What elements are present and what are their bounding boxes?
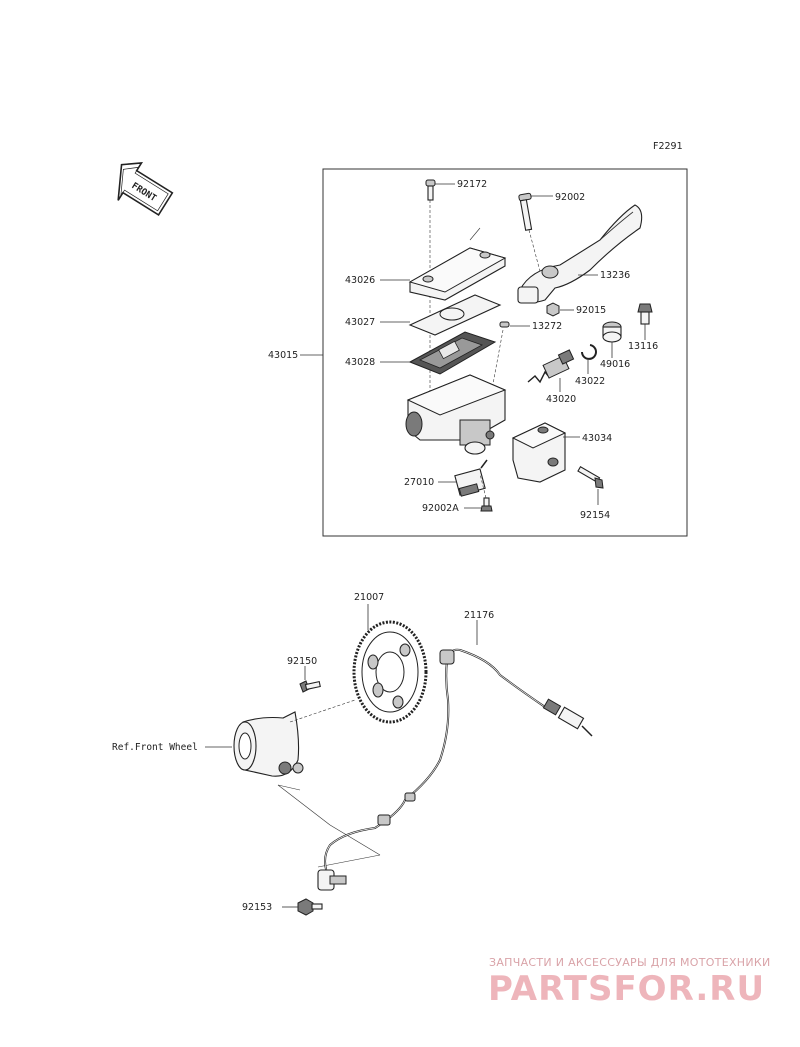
figure-code: F2291 xyxy=(653,141,683,152)
callout-21176: 21176 xyxy=(464,610,494,621)
bolt-92153 xyxy=(297,898,323,916)
callout-21007: 21007 xyxy=(354,592,384,603)
brake-lever-13236 xyxy=(517,204,643,304)
callout-ref-front-wheel: Ref.Front Wheel xyxy=(112,742,198,753)
callout-92002: 92002 xyxy=(555,192,585,203)
callout-43022: 43022 xyxy=(575,376,605,387)
nut-92015 xyxy=(546,302,560,317)
reservoir-cap-43026 xyxy=(408,247,507,301)
callout-43028: 43028 xyxy=(345,357,375,368)
callout-49016: 49016 xyxy=(600,359,630,370)
front-arrow-icon: FRONT xyxy=(117,162,174,217)
clamp-holder-43034 xyxy=(511,422,567,483)
callout-92153: 92153 xyxy=(242,902,272,913)
callout-13236: 13236 xyxy=(600,270,630,281)
callout-92172: 92172 xyxy=(457,179,487,190)
screw-92002A xyxy=(480,497,493,512)
bushing-49016 xyxy=(602,321,622,343)
bolt-92002 xyxy=(518,192,533,231)
diaphragm-plate-43027 xyxy=(408,294,502,336)
screw-92172 xyxy=(425,179,436,201)
callout-43034: 43034 xyxy=(582,433,612,444)
callout-43015: 43015 xyxy=(268,350,298,361)
bolt-13116 xyxy=(637,303,653,325)
callout-92002A: 92002A xyxy=(422,503,459,514)
circlip-43022 xyxy=(581,344,597,360)
callout-92015: 92015 xyxy=(576,305,606,316)
callout-92154: 92154 xyxy=(580,510,610,521)
bolt-92154 xyxy=(577,466,604,489)
pin-13272 xyxy=(499,321,510,328)
piston-kit-43020 xyxy=(527,349,575,384)
switch-27010 xyxy=(454,459,488,497)
callout-43027: 43027 xyxy=(345,317,375,328)
front-wheel-hub xyxy=(233,711,304,777)
callout-92150: 92150 xyxy=(287,656,317,667)
callout-13116: 13116 xyxy=(628,341,658,352)
watermark-tagline: ЗАПЧАСТИ И АКСЕССУАРЫ ДЛЯ МОТОТЕХНИКИ xyxy=(489,956,771,969)
assembly-frame-43015 xyxy=(322,168,688,537)
diaphragm-43028 xyxy=(408,331,497,375)
callout-43026: 43026 xyxy=(345,275,375,286)
callout-27010: 27010 xyxy=(404,477,434,488)
speed-sensor-21176 xyxy=(317,648,593,891)
callout-43020: 43020 xyxy=(546,394,576,405)
callout-13272: 13272 xyxy=(532,321,562,332)
abs-rotor-21007 xyxy=(352,620,428,724)
bolt-92150 xyxy=(299,680,321,693)
master-cylinder-body xyxy=(405,374,507,455)
watermark-logo: PARTSFOR.RU xyxy=(488,969,765,1009)
